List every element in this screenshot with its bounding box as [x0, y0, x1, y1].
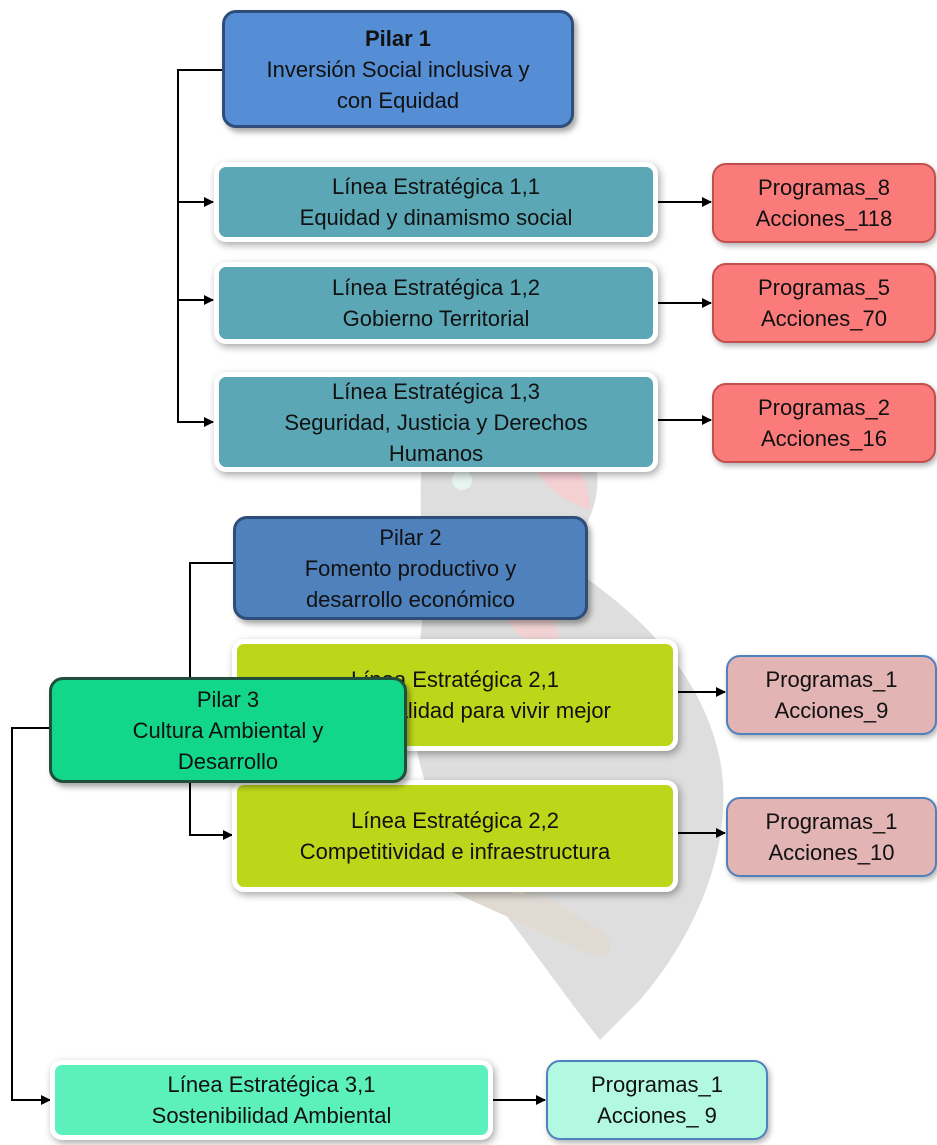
results-1-3: Programas_2 Acciones_16 [712, 383, 936, 463]
actions-count: Acciones_9 [774, 698, 889, 723]
strategic-line-3-1: Línea Estratégica 3,1 Sostenibilidad Amb… [50, 1060, 493, 1140]
programs-count: Programas_5 [757, 275, 891, 300]
strategic-line-heading: Línea Estratégica 1,3 [332, 378, 540, 404]
programs-count: Programas_1 [590, 1072, 724, 1097]
strategic-line-name: Competitividad e infraestructura [299, 839, 611, 864]
pillar3-bracket [11, 727, 51, 1105]
strategic-line-name: Seguridad, Justicia y Derechos [284, 409, 588, 435]
strategic-line-1-2: Línea Estratégica 1,2 Gobierno Territori… [214, 262, 658, 344]
pillar-2-title: Pilar 2 [379, 524, 442, 550]
programs-count: Programas_1 [765, 667, 898, 692]
pillar-2-box: Pilar 2 Fomento productivo y desarrollo … [233, 516, 588, 620]
pillar-3-box: Pilar 3 Cultura Ambiental y Desarrollo [49, 677, 407, 783]
strategic-line-1-3: Línea Estratégica 1,3 Seguridad, Justici… [214, 372, 658, 472]
results-3-1: Programas_1 Acciones_ 9 [546, 1060, 768, 1140]
pillar-2-subtitle-line-1: Fomento productivo y [304, 555, 517, 581]
strategic-line-heading: Línea Estratégica 3,1 [167, 1072, 376, 1097]
strategic-line-name: Sostenibilidad Ambiental [151, 1103, 392, 1128]
strategic-line-name-cont: Humanos [388, 440, 484, 466]
strategic-line-2-2: Línea Estratégica 2,2 Competitividad e i… [232, 780, 678, 892]
actions-count: Acciones_118 [755, 206, 893, 231]
pillar-3-subtitle-line-1: Cultura Ambiental y [132, 717, 324, 743]
programs-count: Programas_1 [765, 809, 898, 834]
strategic-line-heading: Línea Estratégica 1,2 [332, 275, 540, 300]
strategic-line-name: Gobierno Territorial [342, 306, 530, 331]
programs-count: Programas_8 [757, 175, 891, 200]
actions-count: Acciones_70 [761, 306, 887, 331]
strategic-line-1-1: Línea Estratégica 1,1 Equidad y dinamism… [214, 162, 658, 242]
actions-count: Acciones_ 9 [597, 1103, 717, 1128]
strategic-line-heading: Línea Estratégica 2,2 [351, 808, 559, 833]
pillar-3-subtitle-line-2: Desarrollo [177, 748, 279, 774]
pillar-2-subtitle-line-2: desarrollo económico [305, 586, 516, 612]
strategic-line-heading: Línea Estratégica 1,1 [332, 174, 540, 199]
pillar1-bracket [177, 69, 222, 427]
strategic-line-name: Equidad y dinamismo social [299, 205, 573, 230]
results-2-2: Programas_1 Acciones_10 [726, 797, 937, 877]
pillar-1-box: Pilar 1 Inversión Social inclusiva y con… [222, 10, 574, 128]
programs-count: Programas_2 [757, 395, 891, 420]
pillar-1-subtitle-line-1: Inversión Social inclusiva y [266, 56, 530, 82]
results-1-1: Programas_8 Acciones_118 [712, 163, 936, 243]
actions-count: Acciones_16 [761, 426, 887, 451]
results-1-2: Programas_5 Acciones_70 [712, 263, 936, 343]
pillar-1-title: Pilar 1 [364, 25, 432, 51]
results-2-1: Programas_1 Acciones_9 [726, 655, 937, 735]
pillar-3-title: Pilar 3 [196, 686, 260, 712]
actions-count: Acciones_10 [768, 840, 895, 865]
pillar-1-subtitle-line-2: con Equidad [336, 87, 460, 113]
